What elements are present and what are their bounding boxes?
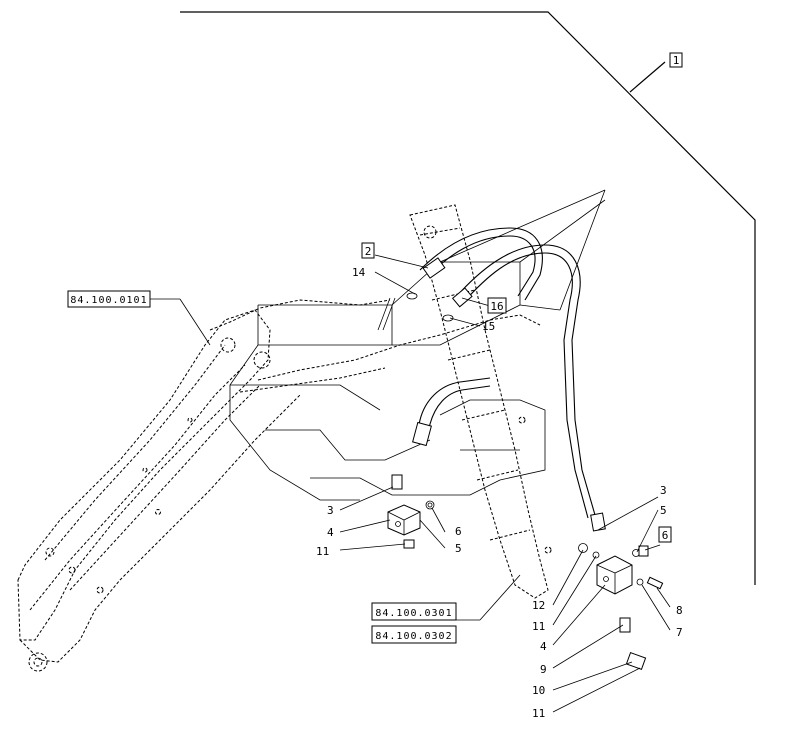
boom-outline [17, 299, 541, 672]
part-label-3-left: 3 [327, 504, 334, 517]
part-label-5-right: 5 [660, 504, 667, 517]
part-label-14: 14 [352, 266, 366, 279]
callout-16: 16 [487, 297, 507, 314]
hose-lower [414, 377, 491, 445]
leader-lines [150, 254, 671, 713]
svg-text:2: 2 [365, 245, 372, 258]
housing-outline [229, 189, 606, 501]
ref-box-arm-1: 84.100.0301 [371, 602, 457, 621]
callout-6-right: 6 [658, 526, 672, 543]
part-labels: 14 15 3 4 11 6 5 3 5 8 7 12 11 4 9 10 11 [316, 266, 683, 720]
right-valve-block [578, 543, 664, 671]
part-label-11-left: 11 [316, 545, 329, 558]
svg-text:84.100.0301: 84.100.0301 [375, 608, 452, 619]
callout-2: 2 [361, 242, 375, 259]
svg-text:84.100.0101: 84.100.0101 [70, 295, 147, 306]
left-valve-block [387, 500, 435, 549]
part-label-10: 10 [532, 684, 545, 697]
upper-fittings [377, 292, 454, 331]
part-label-9: 9 [540, 663, 547, 676]
assembly-bracket-line [180, 11, 756, 585]
part-label-4-right: 4 [540, 640, 547, 653]
callout-1: 1 [669, 52, 683, 68]
hose-fittings [391, 257, 606, 532]
part-label-11-bottom: 11 [532, 707, 545, 720]
part-label-12: 12 [532, 599, 545, 612]
part-label-4-left: 4 [327, 526, 334, 539]
ref-box-boom: 84.100.0101 [67, 290, 151, 308]
ref-box-arm-2: 84.100.0302 [371, 625, 457, 644]
part-label-11-mid: 11 [532, 620, 545, 633]
part-label-7: 7 [676, 626, 683, 639]
part-label-15: 15 [482, 320, 495, 333]
part-label-5-left: 5 [455, 542, 462, 555]
part-label-8: 8 [676, 604, 683, 617]
part-label-6-left: 6 [455, 525, 462, 538]
svg-text:1: 1 [673, 54, 680, 67]
hose-upper-b [454, 244, 596, 519]
hose-upper-a [419, 227, 543, 301]
part-label-3-right: 3 [660, 484, 667, 497]
svg-text:6: 6 [662, 529, 669, 542]
svg-text:16: 16 [490, 300, 503, 313]
svg-text:84.100.0302: 84.100.0302 [375, 631, 452, 642]
